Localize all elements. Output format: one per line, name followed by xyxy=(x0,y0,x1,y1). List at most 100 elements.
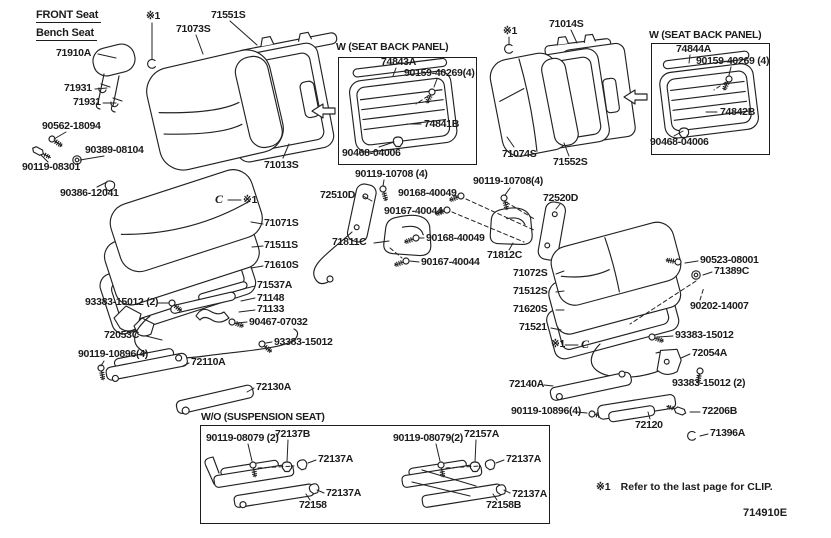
shield-71812C xyxy=(489,207,533,245)
inset-title-seat-back-panel-right: W (SEAT BACK PANEL) xyxy=(649,29,762,41)
part-93383-15012-right: 93383-15012 xyxy=(675,329,734,341)
part-72054A: 72054A xyxy=(692,347,727,359)
part-72130A: 72130A xyxy=(256,381,291,393)
rail-72130A xyxy=(175,384,254,415)
screw-icon xyxy=(499,193,511,211)
seat-back-panel-right-drawing xyxy=(659,50,759,139)
seat-back-cushion-71073S xyxy=(146,49,284,171)
cushion-71071S xyxy=(109,169,263,273)
recliner-72510D xyxy=(313,183,377,285)
inset-box-suspension xyxy=(200,425,550,524)
bolt-icon xyxy=(30,144,53,161)
hook-71133 xyxy=(195,308,230,323)
part-72158: 72158 xyxy=(299,499,327,511)
part-71521: 71521 xyxy=(519,321,547,333)
bracket-72054A xyxy=(656,348,682,375)
part-71148: 71148 xyxy=(257,292,285,304)
part-71013S: 71013S xyxy=(264,159,299,171)
part-71931-a: 71931 xyxy=(64,82,92,94)
seat-back-cushion-71074S xyxy=(489,52,579,157)
screw-icon xyxy=(47,134,65,149)
ref-mark-cushion-left: ※1 xyxy=(243,194,258,206)
riser-brackets-left xyxy=(113,305,155,337)
part-93383-15012-left: 93383-15012 xyxy=(274,336,333,348)
part-90119-10896-right: 90119-10896(4) xyxy=(511,405,581,417)
part-90386-12041: 90386-12041 xyxy=(60,187,119,199)
inset-title-seat-back-panel-left: W (SEAT BACK PANEL) xyxy=(336,41,449,53)
rail-72110A xyxy=(105,348,188,382)
part-90119-08079-right: 90119-08079(2) xyxy=(393,432,463,444)
part-90468-04006-left: 90468-04006 xyxy=(342,147,401,159)
part-74844A: 74844A xyxy=(676,43,711,55)
ref-mark-cushion-right: ※1 xyxy=(551,338,566,350)
screw-icon xyxy=(227,317,245,330)
part-71551S: 71551S xyxy=(211,9,246,21)
part-71620S: 71620S xyxy=(513,303,548,315)
clip-ref-c-left: C xyxy=(215,192,223,206)
part-90168-40049-b: 90168-40049 xyxy=(426,232,485,244)
part-72137A-right-1: 72137A xyxy=(506,453,541,465)
part-71512S: 71512S xyxy=(513,285,548,297)
part-90119-08301: 90119-08301 xyxy=(22,161,81,173)
part-90167-40044-a: 90167-40044 xyxy=(384,205,443,217)
part-71812C: 71812C xyxy=(487,249,522,261)
part-90167-40044-b: 90167-40044 xyxy=(421,256,480,268)
part-71074S: 71074S xyxy=(502,148,537,160)
part-71931-b: 71931 xyxy=(73,96,101,108)
part-71072S: 71072S xyxy=(513,267,548,279)
screw-icon xyxy=(378,184,390,202)
recliner-72520D xyxy=(537,201,567,261)
part-90159-40269-right: 90159-40269 (4) xyxy=(696,55,770,67)
grommet-icon xyxy=(691,270,701,280)
clip-c-icon xyxy=(147,58,156,69)
part-71511S: 71511S xyxy=(264,239,298,251)
part-74843A: 74843A xyxy=(381,56,416,68)
bolt-icon xyxy=(665,402,688,417)
dashed-lines xyxy=(257,81,727,469)
part-71396A: 71396A xyxy=(710,427,745,439)
part-72120: 72120 xyxy=(635,419,663,431)
part-72510D: 72510D xyxy=(320,189,355,201)
ref-mark-top-left: ※1 xyxy=(146,10,161,22)
part-71133: 71133 xyxy=(257,303,285,315)
clip-c-icon xyxy=(504,43,513,54)
part-71552S: 71552S xyxy=(553,156,588,168)
inset-box-seat-back-panel-left xyxy=(338,57,477,165)
part-71014S: 71014S xyxy=(549,18,584,30)
part-90389-08104: 90389-08104 xyxy=(85,144,144,156)
part-72137A-left-2: 72137A xyxy=(326,487,361,499)
part-71811C: 71811C xyxy=(332,236,367,248)
part-90467-07032: 90467-07032 xyxy=(249,316,308,328)
inset-box-seat-back-panel-right xyxy=(651,43,770,155)
part-93383-15012-left-2: 93383-15012 (2) xyxy=(85,296,159,308)
part-72158B: 72158B xyxy=(486,499,521,511)
part-72140A: 72140A xyxy=(509,378,544,390)
part-90523-08001: 90523-08001 xyxy=(700,254,759,266)
part-72137A-right-2: 72137A xyxy=(512,488,547,500)
part-71389C: 71389C xyxy=(714,265,749,277)
inset-title-suspension: W/O (SUSPENSION SEAT) xyxy=(201,411,325,423)
part-71073S: 71073S xyxy=(176,23,211,35)
part-74841B: 74841B xyxy=(424,118,459,130)
part-93383-15012-right-2: 93383-15012 (2) xyxy=(672,377,746,389)
part-71537A: 71537A xyxy=(257,279,292,291)
seat-type-heading-front: FRONT Seat xyxy=(36,9,102,23)
part-72520D: 72520D xyxy=(543,192,578,204)
part-90119-10708-right: 90119-10708(4) xyxy=(473,175,543,187)
seat-type-heading-bench: Bench Seat xyxy=(36,27,97,41)
shield-71811C xyxy=(383,214,432,257)
footnote-text: Refer to the last page for CLIP. xyxy=(620,481,773,493)
ref-mark-top-right: ※1 xyxy=(503,25,518,37)
part-90562-18094: 90562-18094 xyxy=(42,120,101,132)
screw-icon xyxy=(393,256,411,269)
part-72110A: 72110A xyxy=(191,356,226,368)
clip-ref-c-right: C xyxy=(581,337,589,351)
part-72157A: 72157A xyxy=(464,428,499,440)
part-90168-40049-a: 90168-40049 xyxy=(398,187,457,199)
clip-c-icon xyxy=(687,430,696,441)
cushion-71072S xyxy=(550,221,682,306)
diagram-code: 714910E xyxy=(743,507,788,519)
part-72206B: 72206B xyxy=(702,405,737,417)
